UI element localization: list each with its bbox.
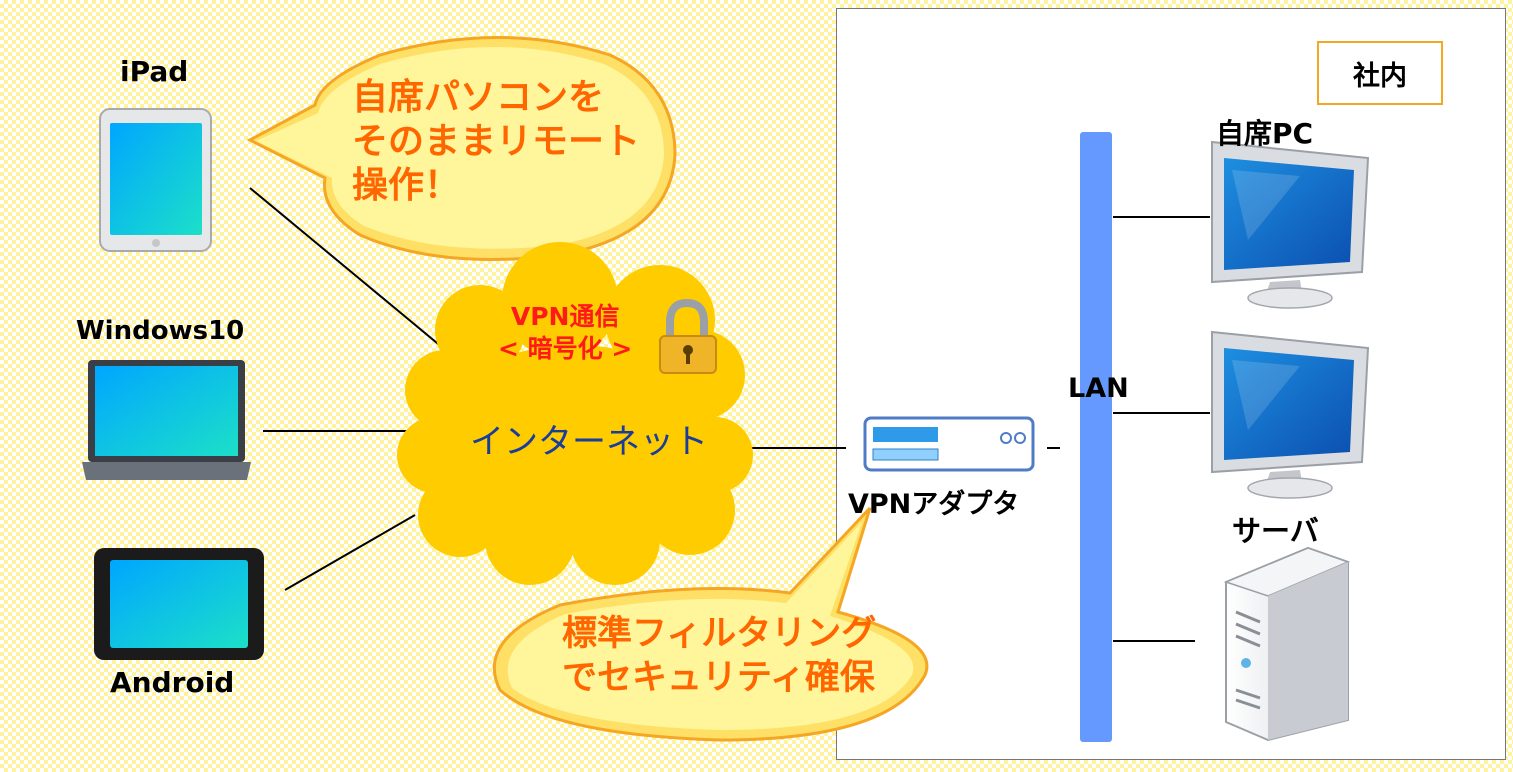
- internet-label: インターネット: [470, 422, 708, 462]
- my-pc-label: 自席PC: [1216, 117, 1314, 150]
- bubble-filter-line: でセキュリティ確保: [562, 658, 875, 698]
- windows10-label: Windows10: [76, 316, 245, 346]
- vpn-encrypt: < 暗号化 >: [498, 334, 633, 363]
- office-area: [836, 8, 1506, 760]
- android-tablet-icon: [94, 548, 264, 660]
- server-label: サーバ: [1232, 514, 1319, 548]
- lan-bus: [1080, 132, 1112, 742]
- tablet-icon: [99, 108, 212, 252]
- bubble-remote-line: そのままリモート: [352, 121, 641, 162]
- bubble-remote-line: 自席パソコンを: [352, 77, 605, 118]
- vpn-title: VPN通信: [510, 302, 620, 331]
- monitor-icon: [1211, 140, 1370, 309]
- speech-bubble-remote: [246, 36, 677, 261]
- laptop-icon: [82, 360, 251, 480]
- lock-icon: [659, 298, 717, 374]
- lan-label: LAN: [1068, 373, 1129, 404]
- server-icon: [1223, 546, 1351, 742]
- vpn-adapter-label: VPNアダプタ: [848, 489, 1020, 520]
- cloud-icon: [397, 242, 753, 585]
- bubble-filter-text: 標準フィルタリング でセキュリティ確保: [562, 612, 876, 700]
- monitor-icon: [1211, 330, 1370, 499]
- connection-lines: [249, 187, 1210, 642]
- router-icon: [863, 416, 1035, 472]
- ipad-label: iPad: [120, 55, 189, 88]
- android-label: Android: [110, 666, 235, 699]
- vpn-text: VPN通信 < 暗号化 >: [498, 301, 632, 365]
- office-label: 社内: [1317, 41, 1443, 105]
- speech-bubble-filter: [492, 506, 929, 742]
- bubble-filter-line: 標準フィルタリング: [562, 614, 877, 654]
- bubble-remote-line: 操作！: [352, 165, 461, 206]
- bubble-remote-text: 自席パソコンを そのままリモート 操作！: [352, 76, 640, 208]
